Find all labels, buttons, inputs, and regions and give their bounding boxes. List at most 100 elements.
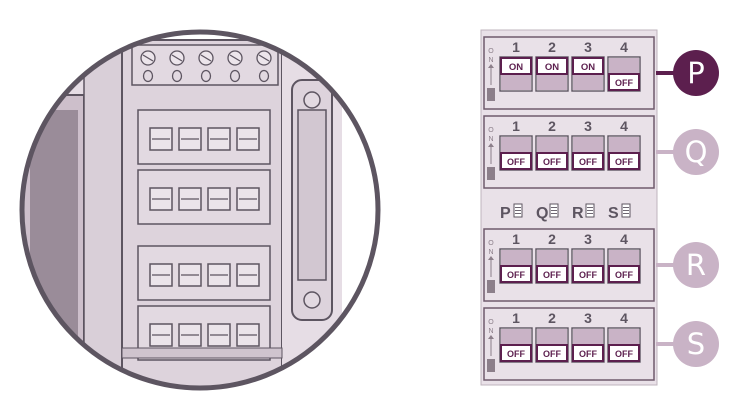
screw-slot	[229, 54, 241, 62]
switch-lever	[536, 152, 568, 170]
switch-number: 1	[512, 231, 520, 247]
switch-number: 4	[620, 39, 628, 55]
switch-state-label: ON	[581, 62, 595, 73]
switch-slot	[537, 75, 567, 90]
switch-number: 2	[548, 118, 556, 134]
switch-state-label: OFF	[543, 157, 561, 167]
bank-label: R	[686, 248, 706, 282]
switch-slot	[573, 329, 603, 345]
switch-lever	[536, 344, 568, 362]
terminal-hole	[142, 69, 154, 83]
switch-state-label: OFF	[507, 349, 525, 359]
switch-state-label: OFF	[615, 270, 633, 280]
switch-state-label: OFF	[543, 349, 561, 359]
switch-slot	[573, 250, 603, 266]
key-letter: Q	[536, 205, 548, 222]
on-indicator-block	[487, 88, 495, 101]
key-row: P Q R S	[500, 203, 631, 222]
switch-state-label: OFF	[615, 349, 633, 359]
on-arrow-head	[488, 256, 494, 260]
key-letter: S	[608, 205, 619, 222]
switch-slot	[501, 250, 531, 266]
switch-state-label: ON	[509, 62, 523, 73]
switch-state-label: OFF	[615, 157, 633, 167]
switch-slot	[537, 329, 567, 345]
switch-lever	[608, 73, 640, 91]
screw-slot	[200, 54, 212, 62]
switch-state-label: OFF	[579, 157, 597, 167]
on-indicator-label: N	[488, 328, 493, 335]
magnified-device-view	[19, 29, 381, 391]
screw-slot	[258, 54, 270, 62]
terminal-hole	[171, 69, 183, 83]
bank-label-badge	[673, 50, 719, 96]
switch-lever	[608, 344, 640, 362]
on-indicator-label: N	[488, 249, 493, 256]
terminal-screws	[140, 50, 272, 83]
terminal-hole	[229, 69, 241, 83]
on-indicator-label: N	[488, 57, 493, 64]
switch-slot	[609, 250, 639, 266]
switch-slot	[573, 137, 603, 153]
switch-lever	[500, 57, 532, 75]
switch-lever	[500, 152, 532, 170]
on-indicator-label: N	[488, 136, 493, 143]
bank-label: Q	[685, 135, 708, 169]
switch-number: 4	[620, 231, 628, 247]
bank-label: S	[687, 327, 705, 361]
device-dip-switch-blocks	[137, 109, 271, 361]
screw-slot	[142, 54, 154, 62]
switch-lever	[572, 152, 604, 170]
switch-slot	[537, 250, 567, 266]
switch-number: 1	[512, 118, 520, 134]
switch-state-label: ON	[545, 62, 559, 73]
switch-number: 4	[620, 118, 628, 134]
bank-label-badge	[673, 321, 719, 367]
switch-state-label: OFF	[507, 270, 525, 280]
switch-lever	[572, 344, 604, 362]
switch-lever	[572, 57, 604, 75]
switch-slot	[537, 137, 567, 153]
on-indicator-block	[487, 280, 495, 293]
bank-label-badge	[673, 129, 719, 175]
terminal-hole	[258, 69, 270, 83]
switch-state-label: OFF	[579, 349, 597, 359]
on-indicator-block	[487, 359, 495, 372]
switch-number: 3	[584, 231, 592, 247]
switch-number: 4	[620, 310, 628, 326]
key-letter: P	[500, 205, 511, 222]
switch-lever	[572, 265, 604, 283]
on-arrow-head	[488, 335, 494, 339]
on-indicator-label: O	[488, 127, 494, 134]
switch-number: 3	[584, 310, 592, 326]
switch-state-label: OFF	[615, 78, 633, 88]
switch-lever	[608, 152, 640, 170]
key-letter: R	[572, 205, 584, 222]
switch-number: 2	[548, 310, 556, 326]
bank-label-badge	[673, 242, 719, 288]
on-indicator-block	[487, 167, 495, 180]
switch-number: 1	[512, 310, 520, 326]
switch-state-label: OFF	[507, 157, 525, 167]
switch-number: 1	[512, 39, 520, 55]
screw-slot	[171, 54, 183, 62]
switch-slot	[573, 75, 603, 90]
switch-state-label: OFF	[579, 270, 597, 280]
bank-label: P	[687, 56, 705, 90]
switch-lever	[500, 344, 532, 362]
switch-state-label: OFF	[543, 270, 561, 280]
switch-number: 3	[584, 118, 592, 134]
switch-slot	[609, 137, 639, 153]
on-indicator-label: O	[488, 319, 494, 326]
switch-number: 3	[584, 39, 592, 55]
switch-lever	[608, 265, 640, 283]
switch-slot	[501, 137, 531, 153]
terminal-hole	[200, 69, 212, 83]
switch-slot	[501, 329, 531, 345]
